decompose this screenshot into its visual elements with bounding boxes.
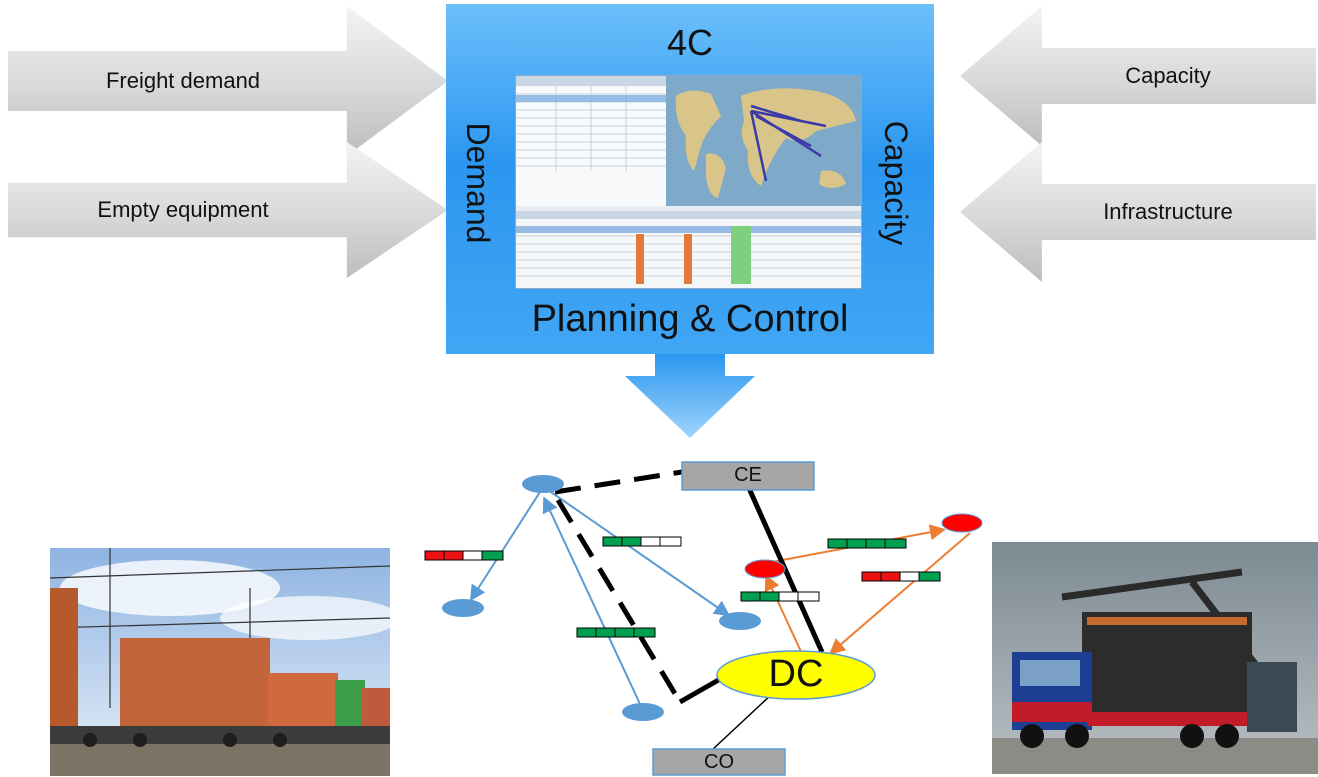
panel-top-label: 4C — [666, 22, 714, 63]
co-box — [652, 748, 786, 776]
co-label: CO — [704, 751, 734, 773]
planning-software-screenshot — [515, 75, 862, 289]
screenshot-graphic — [516, 76, 861, 288]
empty-equipment-label: Empty equipment — [97, 197, 269, 222]
status-bar — [740, 591, 820, 602]
container-truck-photo — [992, 542, 1318, 774]
capacity-input-label: Capacity — [1125, 63, 1211, 88]
status-bar — [424, 550, 504, 561]
blue-node — [522, 475, 564, 493]
infrastructure-label: Infrastructure — [1103, 199, 1233, 224]
blue-links — [469, 489, 731, 705]
status-bar — [602, 536, 682, 547]
red-node — [941, 513, 983, 533]
co-link — [711, 693, 773, 751]
ce-box — [681, 461, 815, 491]
status-bar — [861, 571, 941, 582]
blue-node — [622, 703, 664, 721]
blue-node — [442, 599, 484, 617]
red-node — [744, 559, 786, 579]
panel-bottom-label: Planning & Control — [531, 298, 849, 340]
ce-label: CE — [734, 464, 762, 486]
down-arrow — [625, 354, 755, 438]
status-bar — [576, 627, 656, 638]
status-bar — [827, 538, 907, 549]
dc-label: DC — [768, 653, 824, 695]
freight-train-photo — [50, 548, 390, 776]
freight-demand-label: Freight demand — [105, 68, 261, 93]
dc-hub — [716, 650, 876, 700]
blue-node — [719, 612, 761, 630]
